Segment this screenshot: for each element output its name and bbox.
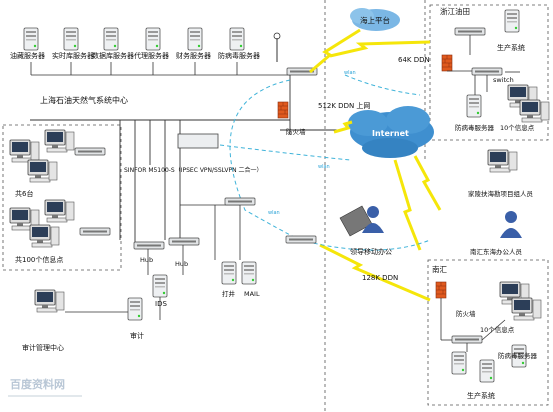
antivirus-server-bottom-icon <box>451 351 467 375</box>
production-server-bottom-icon <box>479 359 495 383</box>
audit-center-pc-icon <box>34 289 65 313</box>
lower-left-links <box>65 204 241 320</box>
left-group-6-label: 共6台 <box>15 189 33 198</box>
production-system-top-label: 生产系统 <box>497 43 525 52</box>
wlan-label-3: wlan <box>268 210 280 216</box>
offshore-project-label: 家陵扶海勘项目组人员 <box>468 189 534 198</box>
mail-label: MAIL <box>244 290 260 298</box>
lightning-links <box>309 28 442 302</box>
firewall-zhejiang-icon <box>441 54 453 72</box>
wlan-label-2: wlan <box>318 164 330 170</box>
switch-label: switch <box>493 76 514 84</box>
sinfor-label: SINFOR M5100-S（IPSEC VPN/SSLVPN 二合一） <box>124 166 262 174</box>
server-drop-lines <box>30 62 290 76</box>
firewall-right-label: 防火墙 <box>456 309 476 318</box>
wireless-ap-icon <box>285 235 317 244</box>
nanhui-links <box>440 298 506 352</box>
audit-center-label: 审计管理中心 <box>22 343 64 352</box>
audit-server-icon <box>127 297 143 321</box>
ddn-64k-label: 64K DDN <box>398 56 430 64</box>
antivirus-right-label: 防病毒服务器 <box>455 123 495 132</box>
zhejiang-links <box>447 35 520 95</box>
pc-left-1-icon <box>9 139 40 163</box>
pc-left-5-icon <box>44 199 75 223</box>
internet-cloud-icon <box>348 106 434 158</box>
firewall-left-icon <box>277 101 289 119</box>
leader-mobile-icon <box>339 205 384 237</box>
ids-label: IDS <box>155 300 167 308</box>
ddn-128k-label: 128K DDN <box>362 274 398 282</box>
server-label-0: 油藏服务器 <box>10 51 45 60</box>
production-server-top-icon <box>504 9 520 33</box>
zhejiang-switch-icon <box>471 67 503 76</box>
backbone-lines <box>30 75 345 245</box>
offshore-project-pc-icon <box>487 149 518 173</box>
server-label-3: 代理服务器 <box>134 51 169 60</box>
info-points-top-label: 10个信息点 <box>500 123 535 132</box>
left-group-100-label: 共100个信息点 <box>15 255 63 264</box>
center-title: 上海石油天然气系统中心 <box>40 95 128 105</box>
hub-2-label: Hub <box>175 260 188 268</box>
server-label-5: 防病毒服务器 <box>218 51 260 60</box>
east-sea-person-icon <box>500 211 522 238</box>
firewall-left-label: 防火墙 <box>286 127 306 136</box>
server-label-1: 实时库服务器 <box>52 51 94 60</box>
nanhui-label: 南汇 <box>432 264 447 274</box>
mail-server-icon <box>241 261 257 285</box>
internet-label: Internet <box>372 129 409 138</box>
watermark: 百度资料网 <box>10 377 65 391</box>
nanhui-switch-icon <box>451 335 483 344</box>
hub-1-label: Hub <box>140 256 153 264</box>
pc-left-2-icon <box>44 129 75 153</box>
vpn-paths <box>219 74 431 251</box>
pc-left-3-icon <box>27 159 58 183</box>
middle-switch-icon <box>224 197 256 206</box>
antivirus-bottom-label: 防病毒服务器 <box>498 351 538 360</box>
info-points-bottom-label: 10个信息点 <box>480 325 515 334</box>
wlan-label-1: wlan <box>344 70 356 76</box>
pc-right-2-icon <box>519 99 550 123</box>
antenna-icon <box>273 32 281 62</box>
antivirus-server-right-icon <box>466 94 482 118</box>
ddn-512k-label: 512K DDN 上网 <box>318 101 370 110</box>
server-label-2: 数据库服务器 <box>92 51 134 60</box>
switch-left-top-icon <box>74 147 106 156</box>
hub-1-icon <box>133 241 165 250</box>
top-server-row <box>23 27 245 51</box>
pc-left-6-icon <box>29 224 60 248</box>
firewall-nanhui-icon <box>435 281 447 299</box>
leader-mobile-label: 领导移动办公 <box>350 247 392 256</box>
vpn-gateway-icon <box>177 133 219 149</box>
ids-server-icon <box>152 274 168 298</box>
zhejiang-router-icon <box>454 27 486 36</box>
pc-nanhui-2-icon <box>511 297 542 321</box>
print-label: 打井 <box>222 289 236 298</box>
sea-platform-cloud-icon <box>350 8 400 31</box>
audit-label: 审计 <box>130 331 144 340</box>
east-sea-office-label: 南汇东海办公人员 <box>470 247 523 256</box>
switch-left-bottom-icon <box>79 227 111 236</box>
hub-2-icon <box>168 237 200 246</box>
print-server-icon <box>221 261 237 285</box>
zhejiang-oilfield-label: 浙江油田 <box>440 6 470 16</box>
production-system-bottom-label: 生产系统 <box>467 391 495 400</box>
sea-platform-label: 海上平台 <box>360 15 390 25</box>
server-label-4: 财务服务器 <box>176 51 211 60</box>
